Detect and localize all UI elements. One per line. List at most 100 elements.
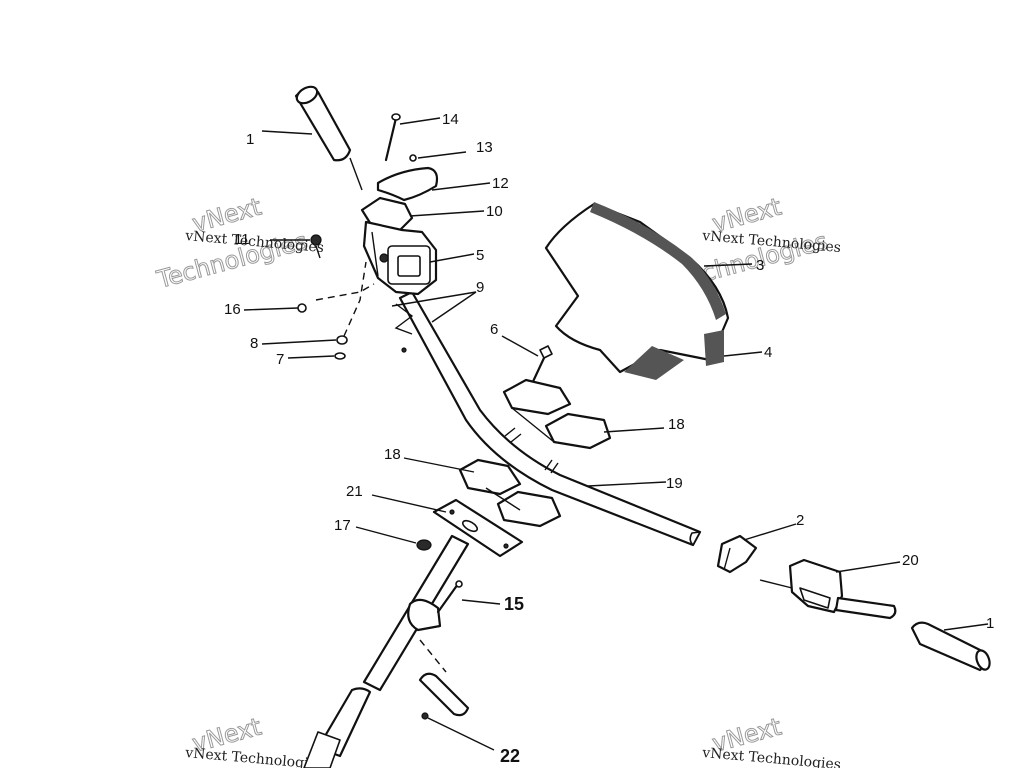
control-housing	[360, 166, 439, 296]
callout-17: 17	[334, 517, 351, 534]
callout-2: 2	[796, 512, 804, 529]
callout-9: 9	[476, 279, 484, 296]
knurl-mark	[550, 462, 559, 474]
leader-lines	[243, 117, 989, 751]
callout-5: 5	[476, 247, 484, 264]
screw-shaft	[315, 245, 321, 259]
handlebar-end-left	[689, 531, 701, 546]
leader-9b	[431, 291, 477, 323]
assembly-line	[343, 261, 367, 337]
bracket-body	[716, 534, 758, 574]
callout-1: 1	[986, 615, 994, 632]
leader-16	[243, 307, 299, 311]
leader-2	[743, 523, 797, 541]
knurl-mark	[544, 459, 553, 471]
watermark-bottom-left: vNext vNext Technologies	[184, 712, 325, 768]
bar-end-tube	[834, 596, 897, 620]
bracket-edge	[723, 547, 731, 571]
callout-1: 1	[246, 131, 254, 148]
callout-6: 6	[490, 321, 498, 338]
leader-22	[427, 717, 495, 751]
callout-11: 11	[234, 231, 250, 248]
leader-19	[587, 481, 667, 487]
housing-screw	[379, 253, 389, 263]
callout-10: 10	[486, 203, 503, 220]
mount-plate-part-21	[432, 498, 524, 558]
plate-hole	[449, 509, 455, 515]
washer-part-8	[336, 335, 348, 345]
knurl-mark	[504, 427, 516, 437]
leader-1a	[261, 130, 313, 135]
switch-cable	[759, 579, 793, 589]
leader-17	[355, 526, 417, 544]
switch-housing-part-20	[759, 558, 844, 614]
switch-housing-strap	[799, 587, 831, 609]
cowl-rim	[590, 202, 726, 320]
headlight-cowl-part-3	[544, 202, 730, 374]
throttle-lever-part-12	[376, 166, 439, 202]
spring-part-9	[394, 303, 414, 335]
housing-edge	[371, 231, 379, 277]
assembly-line	[315, 283, 375, 301]
leader-14	[399, 117, 441, 125]
lens-part-4	[624, 330, 724, 380]
screw-head	[310, 234, 322, 246]
small-screw	[401, 347, 407, 353]
callout-18: 18	[668, 416, 685, 433]
bolt-head	[455, 580, 463, 588]
nut-part-7	[334, 352, 346, 360]
cowl-body	[544, 202, 730, 374]
leader-8	[261, 339, 337, 345]
steering-column	[303, 534, 470, 768]
lower-clamp-right	[496, 490, 562, 528]
pin-head	[391, 113, 401, 121]
pin-part-22	[418, 672, 470, 720]
lower-clamp-left	[458, 458, 522, 496]
bracket-part-2	[716, 534, 758, 574]
callout-8: 8	[250, 335, 258, 352]
pin-washer	[421, 712, 429, 720]
leader-3	[703, 263, 753, 267]
bolt-head	[539, 345, 553, 359]
callout-15: 15	[504, 594, 524, 614]
leader-18b	[403, 457, 475, 473]
pin-body	[418, 672, 470, 717]
pin-shaft	[384, 116, 398, 162]
upper-clamp-part-18	[502, 378, 612, 450]
bolt-part-15	[436, 580, 463, 614]
bolt-shaft	[436, 582, 460, 614]
leader-15	[461, 599, 501, 605]
callout-12: 12	[492, 175, 509, 192]
grip-right-part-1	[910, 621, 991, 672]
upper-clamp-bottom	[544, 412, 612, 450]
leader-7	[287, 355, 335, 359]
column-bracket	[407, 598, 442, 632]
grip-right-end	[975, 649, 991, 671]
watermark-bottom-right: vNext vNext Technologies	[701, 712, 842, 768]
leader-4	[723, 351, 763, 357]
leader-5	[429, 253, 475, 263]
leader-18a	[603, 427, 665, 433]
bar-end-right	[834, 596, 897, 620]
callout-20: 20	[902, 552, 919, 569]
leader-6	[501, 335, 539, 357]
washer-part-16	[297, 303, 307, 313]
plate-slot	[461, 519, 479, 533]
column-end	[303, 731, 341, 768]
callout-16: 16	[224, 301, 241, 318]
callout-13: 13	[476, 139, 493, 156]
switch-window	[397, 255, 421, 277]
assembly-line	[419, 639, 447, 673]
leader-13	[417, 151, 467, 159]
plate-hole	[503, 543, 509, 549]
leader-10	[409, 210, 485, 217]
pin-part-14	[384, 113, 401, 162]
mount-plate	[432, 498, 524, 558]
leader-12	[431, 182, 491, 191]
handlebar-part-19	[398, 290, 702, 547]
callout-4: 4	[764, 344, 772, 361]
leader-20	[835, 561, 901, 573]
watermark-small: vNext Technologies	[184, 745, 325, 768]
